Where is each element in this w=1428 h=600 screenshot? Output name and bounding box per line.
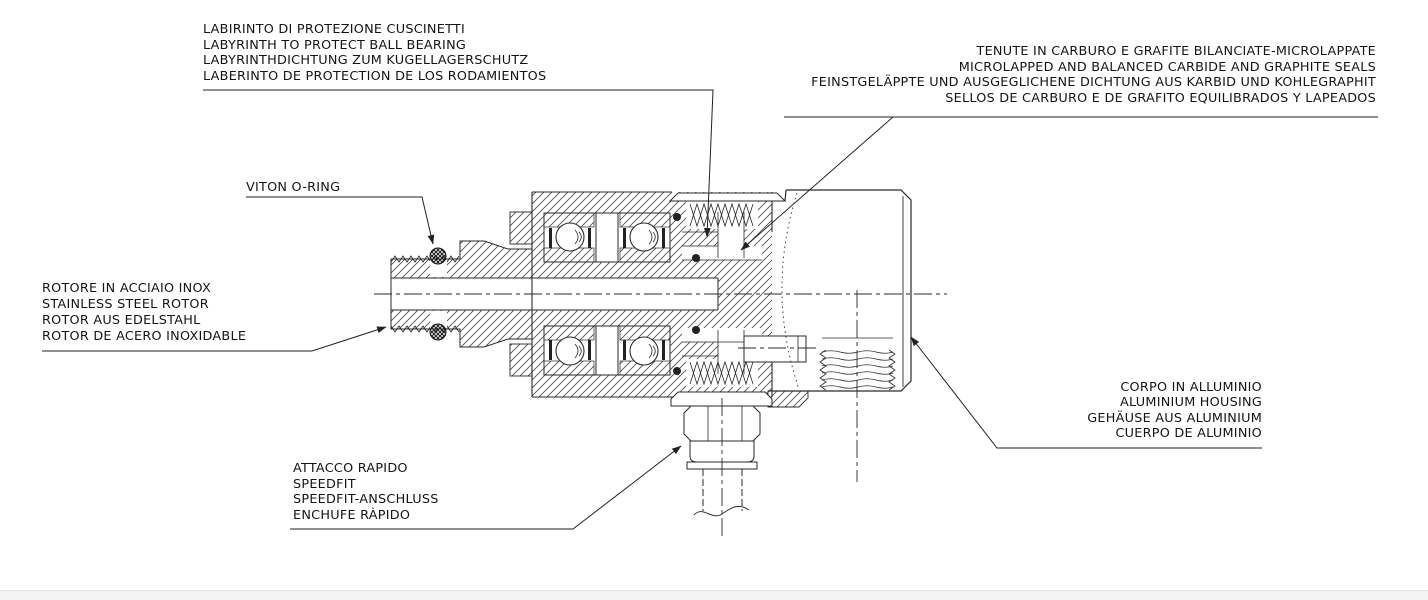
label-rotor: ROTORE IN ACCIAIO INOX STAINLESS STEEL R… — [42, 281, 246, 345]
tangency-curve — [781, 192, 800, 390]
leader-seals — [740, 116, 894, 251]
label-line: LABERINTO DE PROTECTION DE LOS RODAMIENT… — [203, 68, 547, 84]
leader-labyrinth — [203, 89, 714, 238]
label-line: FEINSTGELÄPPTE UND AUSGEGLICHENE DICHTUN… — [811, 75, 1376, 91]
label-seals: TENUTE IN CARBURO E GRAFITE BILANCIATE-M… — [811, 44, 1376, 106]
label-labyrinth: LABIRINTO DI PROTEZIONE CUSCINETTI LABYR… — [203, 22, 546, 84]
viton-o-ring-top — [429, 247, 447, 265]
bearing-ball — [629, 336, 659, 366]
side-port-passage — [743, 335, 807, 363]
bearing-block — [391, 191, 807, 398]
label-line: ALUMINIUM HOUSING — [1120, 395, 1262, 411]
leader-lines — [42, 89, 1378, 530]
housing-foot — [767, 390, 809, 408]
label-housing: CORPO IN ALLUMINIO ALUMINIUM HOUSING GEH… — [1087, 380, 1262, 442]
bearing-ball — [555, 222, 585, 252]
label-line: ENCHUFE RÀPIDO — [293, 508, 411, 524]
ball-bearings — [543, 212, 671, 376]
label-line: MICROLAPPED AND BALANCED CARBIDE AND GRA… — [958, 59, 1376, 75]
port-thread — [819, 337, 896, 391]
seal-assembly — [668, 192, 787, 386]
label-line: LABIRINTO DI PROTEZIONE CUSCINETTI — [203, 22, 466, 37]
label-line: VITON O-RING — [246, 180, 341, 195]
label-line: SPEEDFIT — [293, 476, 356, 492]
thread-top — [390, 255, 460, 263]
leader-rotor — [42, 326, 387, 352]
centerlines — [374, 290, 947, 540]
tube-break-line — [693, 505, 750, 517]
label-speedfit: ATTACCO RAPIDO SPEEDFIT SPEEDFIT-ANSCHLU… — [293, 461, 439, 524]
label-line: ROTORE IN ACCIAIO INOX — [42, 281, 212, 296]
aluminium-housing — [767, 189, 912, 408]
bearing-ball — [555, 336, 585, 366]
thread-bottom — [390, 325, 460, 333]
label-line: SPEEDFIT-ANSCHLUSS — [293, 492, 439, 508]
label-line: CORPO IN ALLUMINIO — [1120, 380, 1262, 395]
label-line: ROTOR AUS EDELSTAHL — [42, 313, 201, 328]
leader-speedfit — [290, 445, 682, 530]
bearing-ball — [629, 222, 659, 252]
fitting-collar — [670, 391, 773, 407]
label-line: CUERPO DE ALUMINIO — [1115, 426, 1262, 442]
seal-cap-top — [668, 192, 787, 202]
label-line: ROTOR DE ACERO INOXIDABLE — [42, 329, 247, 344]
label-line: GEHÄUSE AUS ALUMINIUM — [1087, 410, 1262, 426]
speedfit-fitting — [670, 391, 773, 517]
label-line: ATTACCO RAPIDO — [293, 461, 408, 476]
footer-bar — [0, 590, 1428, 600]
label-viton-o-ring: VITON O-RING — [246, 180, 340, 196]
label-line: SELLOS DE CARBURO E DE GRAFITO EQUILIBRA… — [945, 90, 1376, 106]
leader-housing — [910, 336, 1262, 449]
label-line: TENUTE IN CARBURO E GRAFITE BILANCIATE-M… — [976, 44, 1376, 59]
label-line: LABYRINTH TO PROTECT BALL BEARING — [203, 37, 467, 53]
label-line: LABYRINTHDICHTUNG ZUM KUGELLAGERSCHUTZ — [203, 53, 529, 69]
viton-o-ring-bottom — [429, 323, 447, 341]
leader-viton — [246, 196, 435, 245]
label-line: STAINLESS STEEL ROTOR — [42, 297, 209, 312]
tube-walls — [702, 469, 743, 511]
